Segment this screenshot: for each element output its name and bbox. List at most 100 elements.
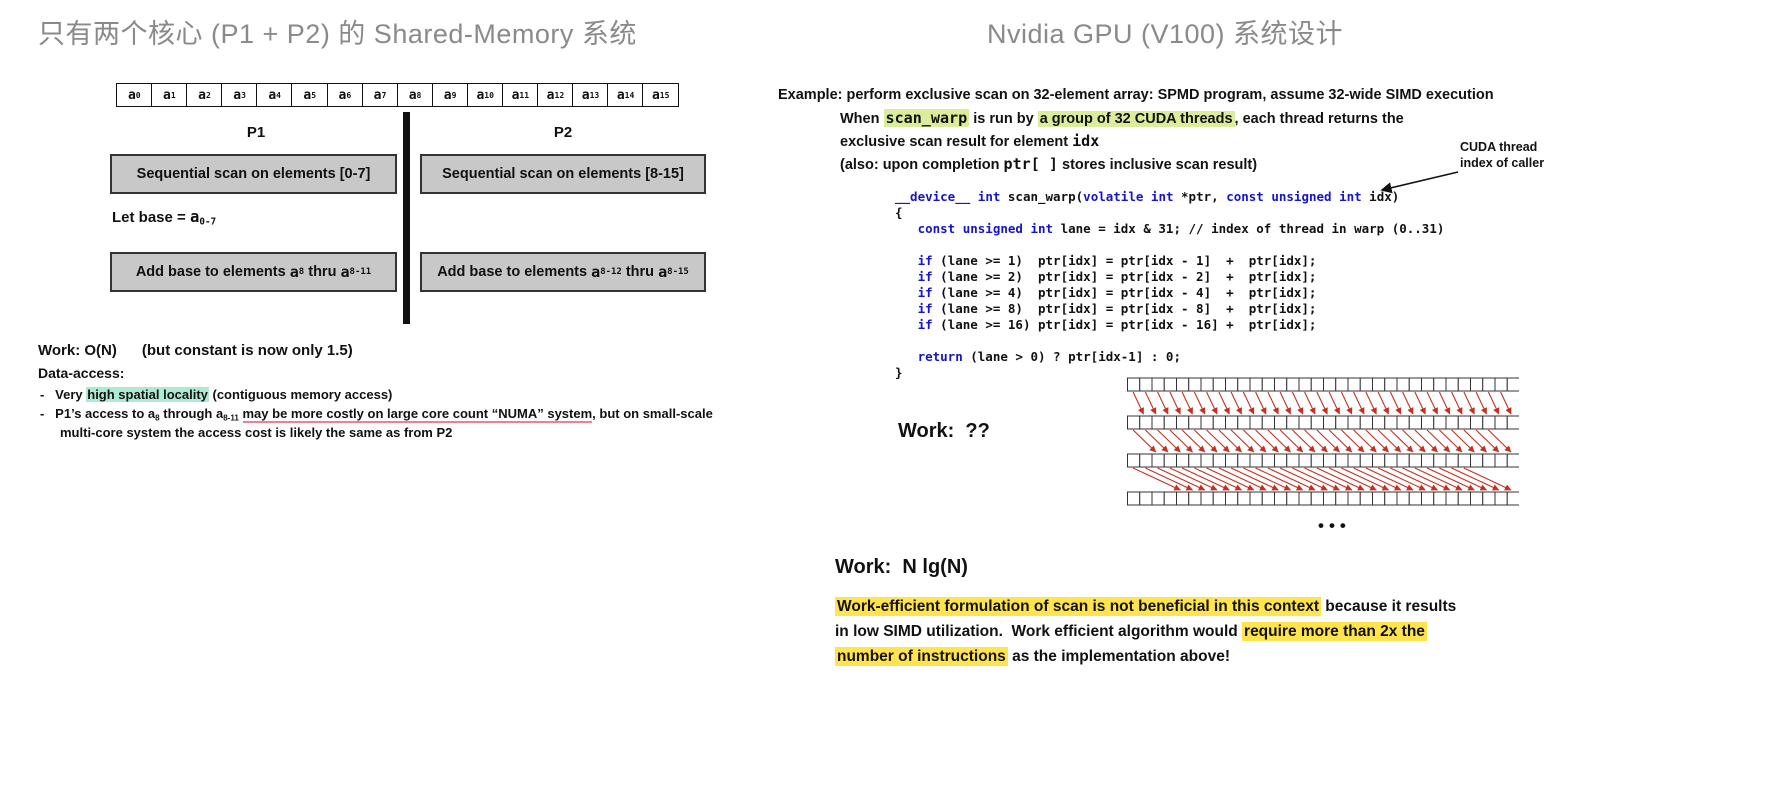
text-segment: } [895, 365, 903, 380]
text-segment [895, 269, 918, 284]
text-segment [895, 221, 918, 236]
cuda-caller-note-line1: CUDA thread [1460, 140, 1538, 154]
text-segment: a [289, 263, 299, 281]
text-segment [895, 349, 918, 364]
text-segment: const unsigned int [917, 221, 1054, 236]
text-segment: 8-11 [223, 413, 239, 423]
code-line [895, 237, 1444, 253]
code-block: __device__ int scan_warp(volatile int *p… [895, 189, 1444, 381]
text-segment: stores inclusive scan result) [1058, 157, 1258, 173]
text-segment: (lane >= 2) ptr[idx] = ptr[idx - 2] + pt… [932, 269, 1317, 284]
text-segment: high spatial locality [86, 387, 209, 402]
text-segment: through [159, 406, 216, 421]
code-line: } [895, 365, 1444, 381]
text-segment: 8 [155, 413, 160, 423]
text-segment: (also: upon completion [840, 157, 1004, 173]
code-line: return (lane > 0) ? ptr[idx-1] : 0; [895, 349, 1444, 365]
text-segment: 8-11 [349, 267, 372, 277]
text-segment: a group of 32 CUDA threads [1037, 111, 1235, 127]
text-segment: (lane > 0) ? ptr[idx-1] : 0; [962, 349, 1181, 364]
text-segment: if [917, 301, 933, 316]
left-title: 只有两个核心 (P1 + P2) 的 Shared-Memory 系统 [38, 19, 637, 49]
text-segment: (contiguous memory access) [208, 387, 393, 402]
data-access-label: Data-access: [38, 365, 125, 381]
p1-scan-box: Sequential scan on elements [0-7] [110, 154, 397, 194]
p2-label: P2 [553, 124, 573, 141]
text-segment [895, 301, 918, 316]
let-base-line: Let base = a0-7 [112, 208, 216, 228]
p1-label: P1 [246, 124, 266, 141]
text-segment: - Very [40, 387, 87, 402]
text-segment: exclusive scan result for element [840, 134, 1073, 150]
code-line: if (lane >= 4) ptr[idx] = ptr[idx - 4] +… [895, 285, 1444, 301]
text-line: in low SIMD utilization. Work efficient … [835, 619, 1456, 644]
code-line: if (lane >= 16) ptr[idx] = ptr[idx - 16]… [895, 317, 1444, 333]
text-segment: scan_warp( [1000, 189, 1084, 204]
text-segment: Add base to elements [135, 264, 290, 280]
text-segment: because it results [1321, 598, 1457, 615]
text-segment: a [658, 263, 668, 281]
text-segment: in low SIMD utilization. Work efficient … [835, 623, 1243, 640]
work-question-label: Work: ?? [898, 420, 990, 442]
p2-scan-box: Sequential scan on elements [8-15] [420, 154, 706, 194]
code-line: if (lane >= 2) ptr[idx] = ptr[idx - 2] +… [895, 269, 1444, 285]
text-segment: return [917, 349, 963, 364]
text-segment: int [1150, 189, 1174, 204]
diagram-ellipsis: ••• [1318, 516, 1351, 535]
work-left-line: Work: O(N) (but constant is now only 1.5… [38, 342, 353, 359]
text-segment: const unsigned int [1226, 189, 1362, 204]
text-segment: int [977, 189, 1001, 204]
text-segment: Let base = [112, 209, 190, 226]
work-nlgn-label: Work: N lg(N) [835, 556, 968, 578]
bullet-numa-line2: multi-core system the access cost is lik… [60, 425, 453, 440]
text-segment: 8-12 [600, 267, 622, 277]
text-segment [895, 253, 918, 268]
conclusion-paragraph: Work-efficient formulation of scan is no… [835, 594, 1456, 669]
text-segment: number of instructions [835, 647, 1008, 666]
intro-line2: When scan_warp is run by a group of 32 C… [840, 109, 1404, 127]
text-segment: idx) [1361, 189, 1400, 204]
code-line: if (lane >= 1) ptr[idx] = ptr[idx - 1] +… [895, 253, 1444, 269]
text-segment [970, 189, 978, 204]
scan-diagram-svg [1127, 377, 1520, 506]
text-segment: may be more costly on large core count “… [242, 406, 593, 423]
text-segment: a [215, 406, 224, 421]
text-segment [239, 406, 243, 421]
cuda-note-arrow [1380, 171, 1459, 194]
text-segment: (lane >= 16) ptr[idx] = ptr[idx - 16] + … [932, 317, 1317, 332]
text-segment: thru [304, 264, 341, 280]
text-segment: lane = idx & 31; // index of thread in w… [1053, 221, 1445, 236]
text-segment: 8 [298, 267, 305, 277]
text-segment [895, 317, 918, 332]
text-segment: a [189, 208, 200, 226]
text-segment: , each thread returns the [1234, 111, 1404, 127]
text-line: Work-efficient formulation of scan is no… [835, 594, 1456, 619]
text-segment: , but on small-scale [592, 406, 713, 421]
text-segment: ptr[ ] [1003, 155, 1058, 173]
text-segment: idx [1072, 132, 1100, 150]
code-line [895, 333, 1444, 349]
text-segment: scan_warp [883, 109, 970, 127]
text-line: number of instructions as the implementa… [835, 644, 1456, 669]
text-segment: if [917, 285, 933, 300]
code-line: const unsigned int lane = idx & 31; // i… [895, 221, 1445, 237]
intro-line3: exclusive scan result for element idx [840, 132, 1099, 150]
right-title: Nvidia GPU (V100) 系统设计 [986, 19, 1344, 49]
scan-diagram [1127, 377, 1520, 511]
divider-bar [403, 112, 410, 324]
text-segment: require more than 2x the [1242, 622, 1427, 641]
text-segment: volatile [1083, 189, 1144, 204]
